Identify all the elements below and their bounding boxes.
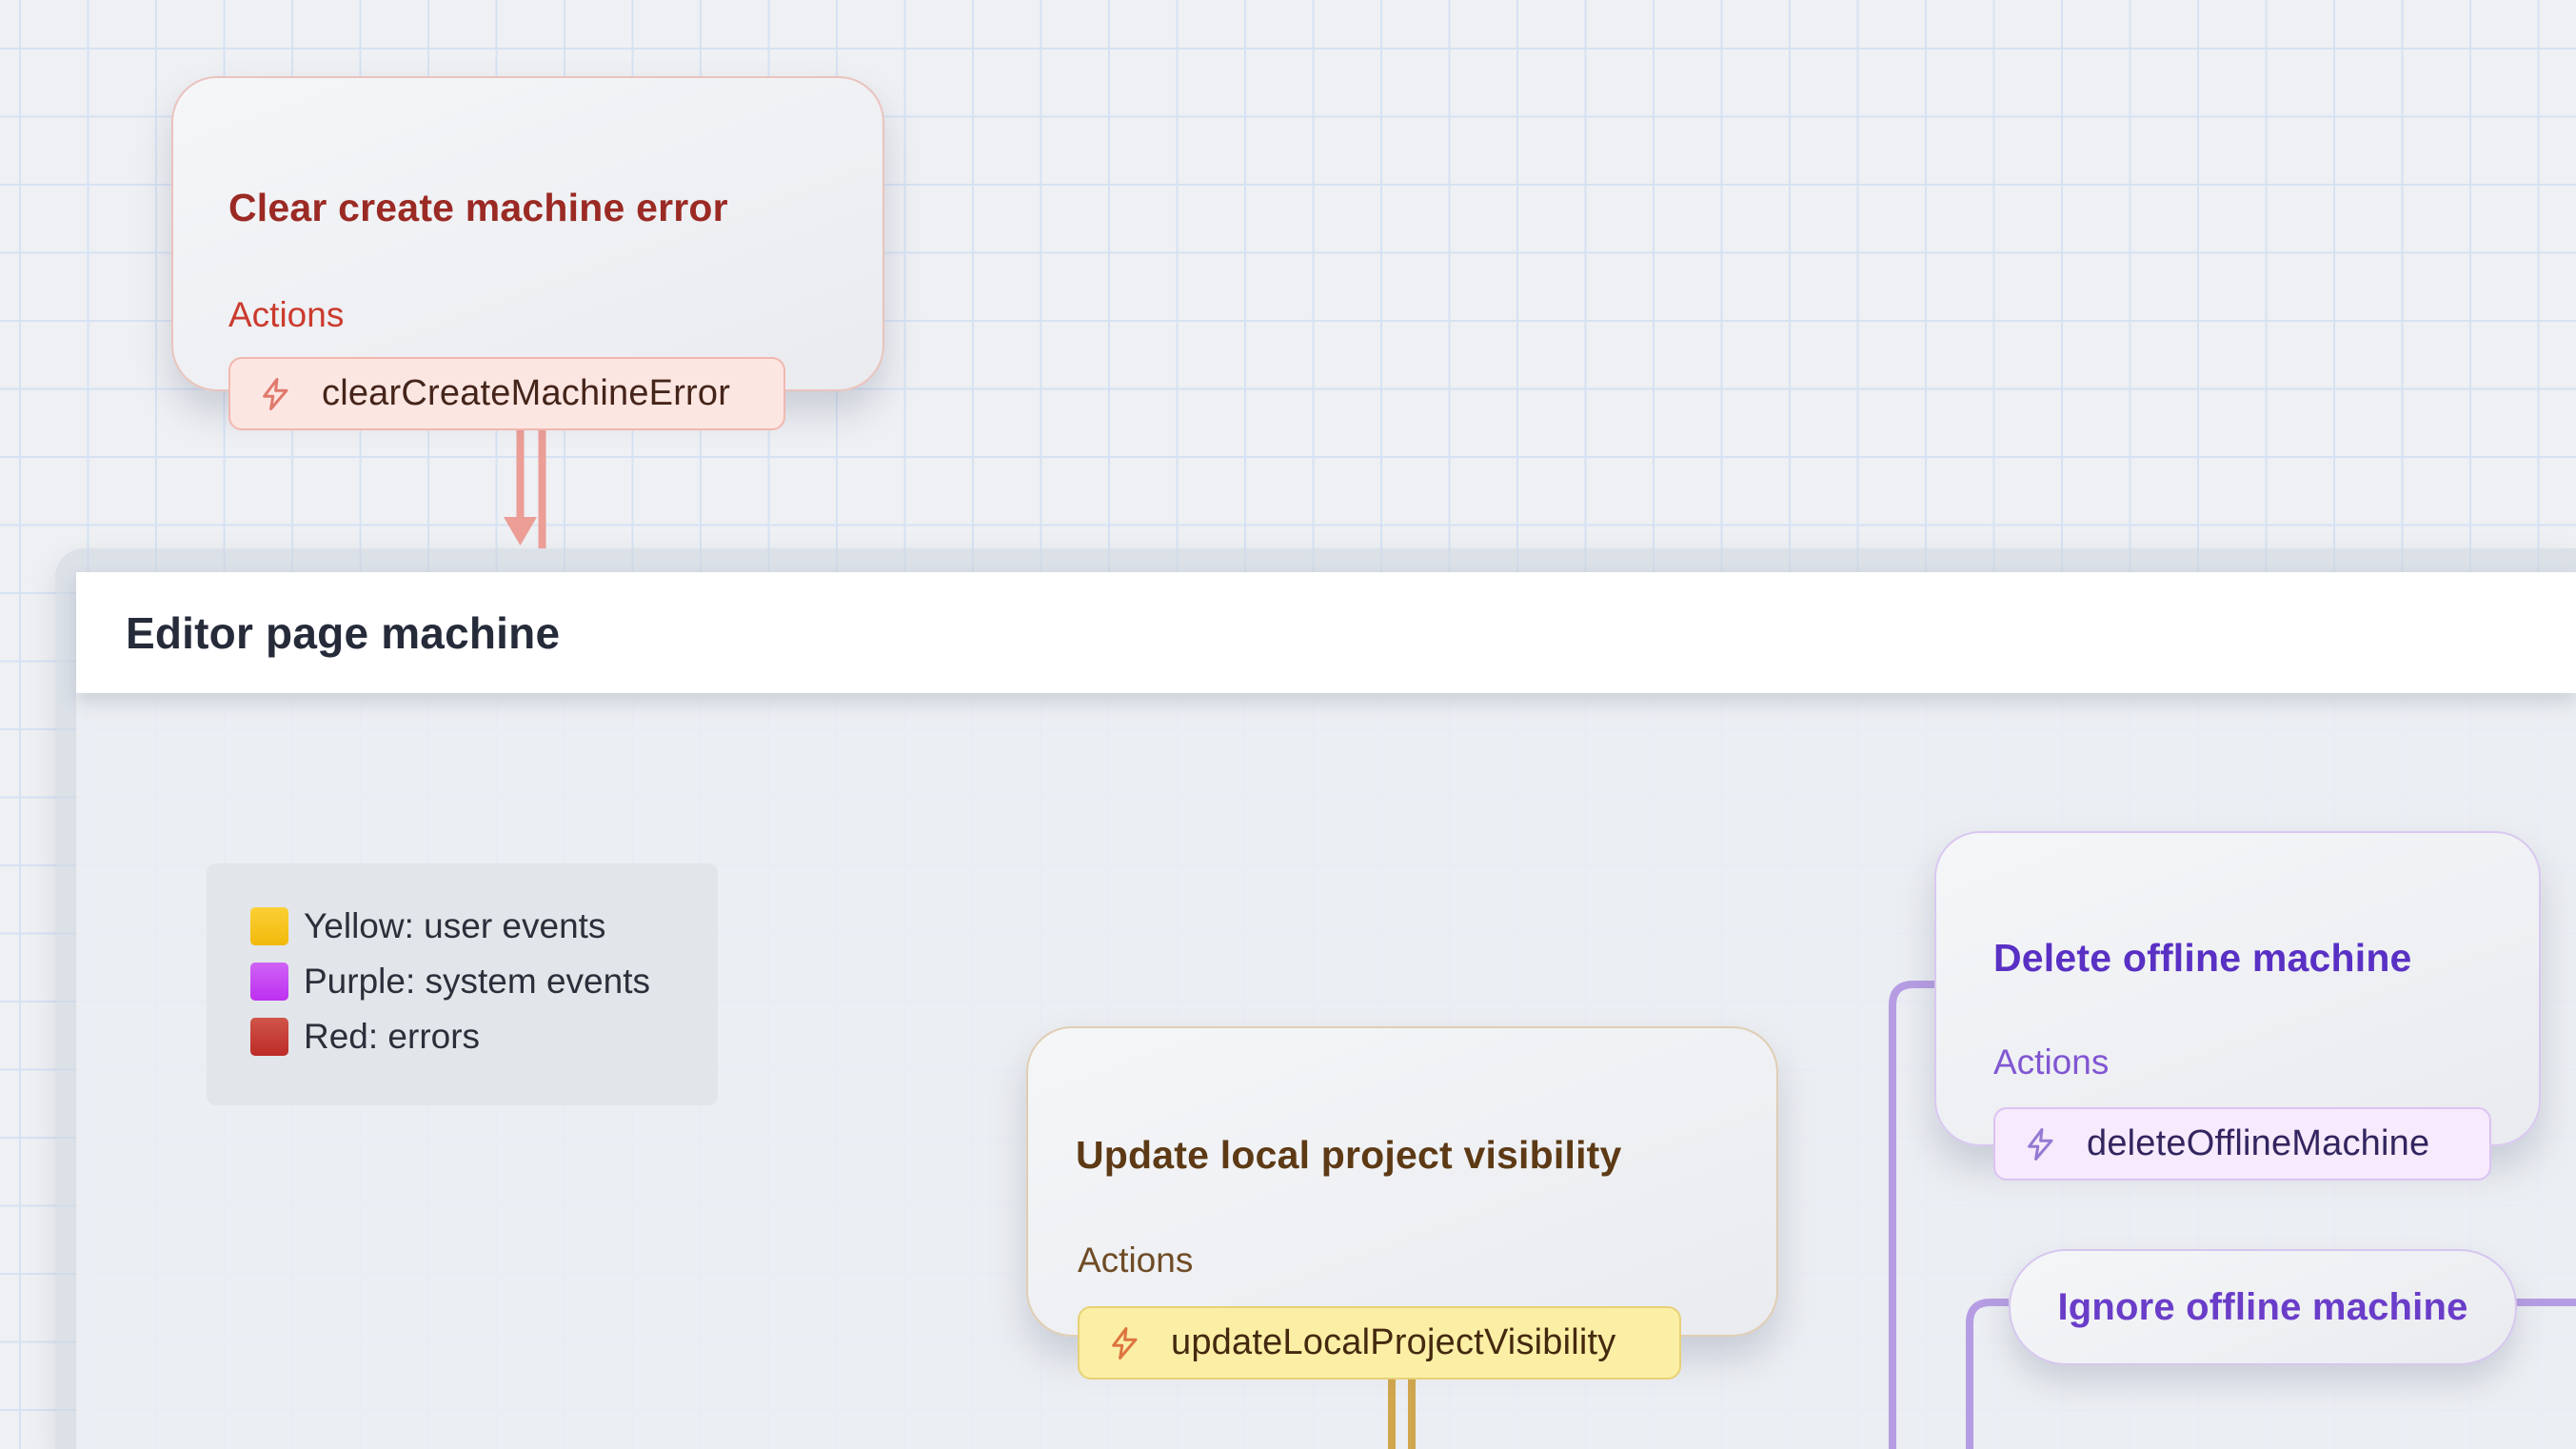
machine-title: Editor page machine bbox=[126, 607, 561, 658]
purple-swatch-icon bbox=[250, 963, 288, 1001]
action-pill-deleteOfflineMachine[interactable]: deleteOfflineMachine bbox=[1993, 1107, 2491, 1181]
lightning-bolt-icon bbox=[1112, 1326, 1138, 1360]
state-node-title: Delete offline machine bbox=[1993, 936, 2412, 980]
lightning-bolt-icon bbox=[263, 377, 288, 410]
lightning-bolt-icon bbox=[2028, 1127, 2053, 1161]
state-node-delete-offline-machine[interactable]: Delete offline machine Actions deleteOff… bbox=[1934, 831, 2541, 1181]
action-pill-clearCreateMachineError[interactable]: clearCreateMachineError bbox=[228, 357, 785, 430]
actions-section-label: Actions bbox=[1078, 1241, 1194, 1280]
legend-item-user-events: Yellow: user events bbox=[250, 906, 606, 945]
red-swatch-icon bbox=[250, 1018, 288, 1056]
machine-header[interactable]: Editor page machine bbox=[76, 572, 2576, 693]
legend-item-system-events: Purple: system events bbox=[250, 962, 650, 1001]
action-name: deleteOfflineMachine bbox=[2087, 1123, 2430, 1163]
edge-error-arrowhead-icon bbox=[504, 517, 537, 546]
state-node-update-local-project-visibility[interactable]: Update local project visibility Actions … bbox=[1026, 1026, 1778, 1380]
action-pill-updateLocalProjectVisibility[interactable]: updateLocalProjectVisibility bbox=[1078, 1306, 1681, 1380]
legend-label: Purple: system events bbox=[304, 962, 650, 1001]
actions-section-label: Actions bbox=[228, 295, 345, 334]
state-node-title: Update local project visibility bbox=[1076, 1133, 1622, 1177]
state-node-ignore-offline-machine[interactable]: Ignore offline machine bbox=[2009, 1249, 2517, 1365]
legend-label: Yellow: user events bbox=[304, 906, 606, 945]
state-node-title: Clear create machine error bbox=[228, 186, 728, 229]
legend-panel: Yellow: user events Purple: system event… bbox=[207, 863, 718, 1105]
legend-item-errors: Red: errors bbox=[250, 1017, 481, 1056]
action-name: updateLocalProjectVisibility bbox=[1171, 1322, 1616, 1362]
yellow-swatch-icon bbox=[250, 907, 288, 945]
state-node-title: Ignore offline machine bbox=[2057, 1285, 2468, 1328]
legend-label: Red: errors bbox=[304, 1017, 481, 1056]
actions-section-label: Actions bbox=[1993, 1042, 2110, 1082]
action-name: clearCreateMachineError bbox=[322, 373, 731, 413]
state-node-clear-create-machine-error[interactable]: Clear create machine error Actions clear… bbox=[171, 76, 884, 430]
